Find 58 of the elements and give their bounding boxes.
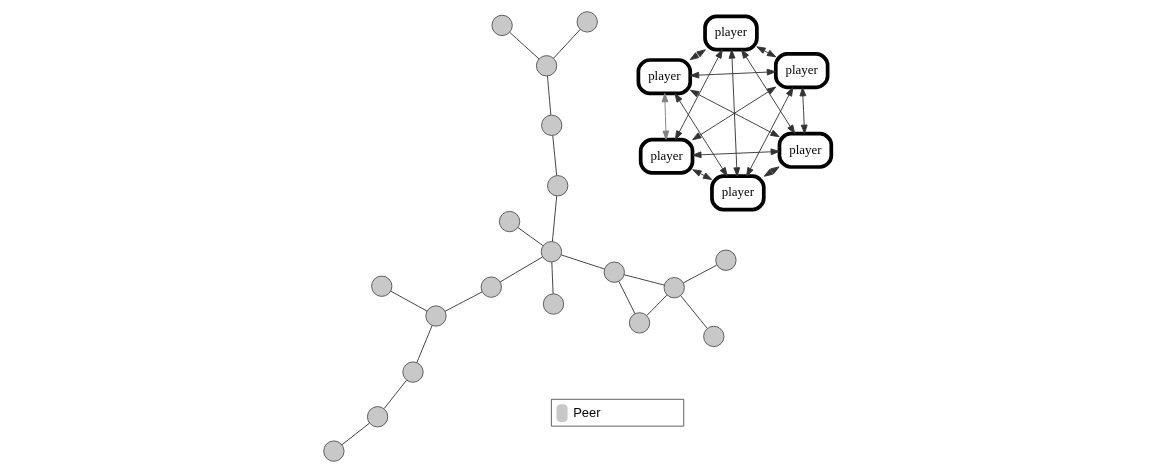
node-box: player bbox=[702, 14, 759, 52]
node-box: player bbox=[777, 131, 833, 169]
node-circle bbox=[542, 293, 564, 315]
node-box: player bbox=[638, 137, 694, 175]
connector bbox=[551, 135, 557, 176]
connector bbox=[383, 379, 407, 410]
node-circle bbox=[603, 261, 625, 283]
connector bbox=[499, 256, 543, 283]
node-circle bbox=[540, 241, 562, 263]
connector bbox=[340, 422, 370, 446]
node-circle bbox=[628, 312, 650, 334]
node-circle bbox=[370, 275, 392, 297]
connector bbox=[415, 325, 432, 364]
node-circle bbox=[322, 440, 345, 462]
node-box: player bbox=[709, 174, 766, 212]
node-circle bbox=[498, 210, 520, 233]
node-circle bbox=[540, 114, 562, 136]
connector bbox=[617, 281, 635, 315]
node-box: player bbox=[773, 52, 829, 90]
connector bbox=[551, 195, 557, 242]
arrow bbox=[728, 49, 740, 177]
arrow bbox=[661, 93, 669, 140]
node-circle bbox=[702, 325, 724, 348]
arrow bbox=[763, 166, 780, 177]
arrow bbox=[691, 169, 712, 180]
arrow bbox=[745, 87, 793, 177]
node-circle bbox=[424, 305, 447, 327]
arrow bbox=[691, 148, 780, 159]
node-circle bbox=[535, 55, 557, 77]
node-circle bbox=[714, 249, 737, 271]
arrow bbox=[740, 49, 795, 134]
arrow bbox=[689, 68, 776, 79]
connector bbox=[550, 261, 554, 295]
connector bbox=[552, 29, 581, 59]
node-box: player bbox=[636, 58, 692, 96]
arrow bbox=[755, 46, 776, 58]
connector bbox=[623, 274, 665, 286]
connector bbox=[508, 31, 539, 60]
connector bbox=[389, 290, 427, 312]
connector bbox=[560, 254, 605, 270]
connector bbox=[682, 264, 717, 284]
legend-label: Peer bbox=[572, 404, 600, 420]
connector bbox=[645, 294, 667, 316]
node-circle bbox=[663, 277, 685, 299]
node-circle bbox=[576, 11, 598, 33]
connector bbox=[679, 295, 708, 329]
connector bbox=[546, 75, 551, 116]
arrow bbox=[674, 49, 723, 140]
node-circle bbox=[480, 276, 502, 298]
arrow bbox=[689, 49, 706, 61]
connector bbox=[444, 291, 482, 312]
arrow bbox=[674, 93, 728, 177]
node-circle bbox=[490, 14, 513, 37]
node-circle bbox=[401, 361, 424, 383]
connector bbox=[517, 227, 543, 247]
node-circle bbox=[546, 175, 568, 197]
node-circle bbox=[366, 406, 388, 428]
arrow bbox=[799, 87, 808, 134]
